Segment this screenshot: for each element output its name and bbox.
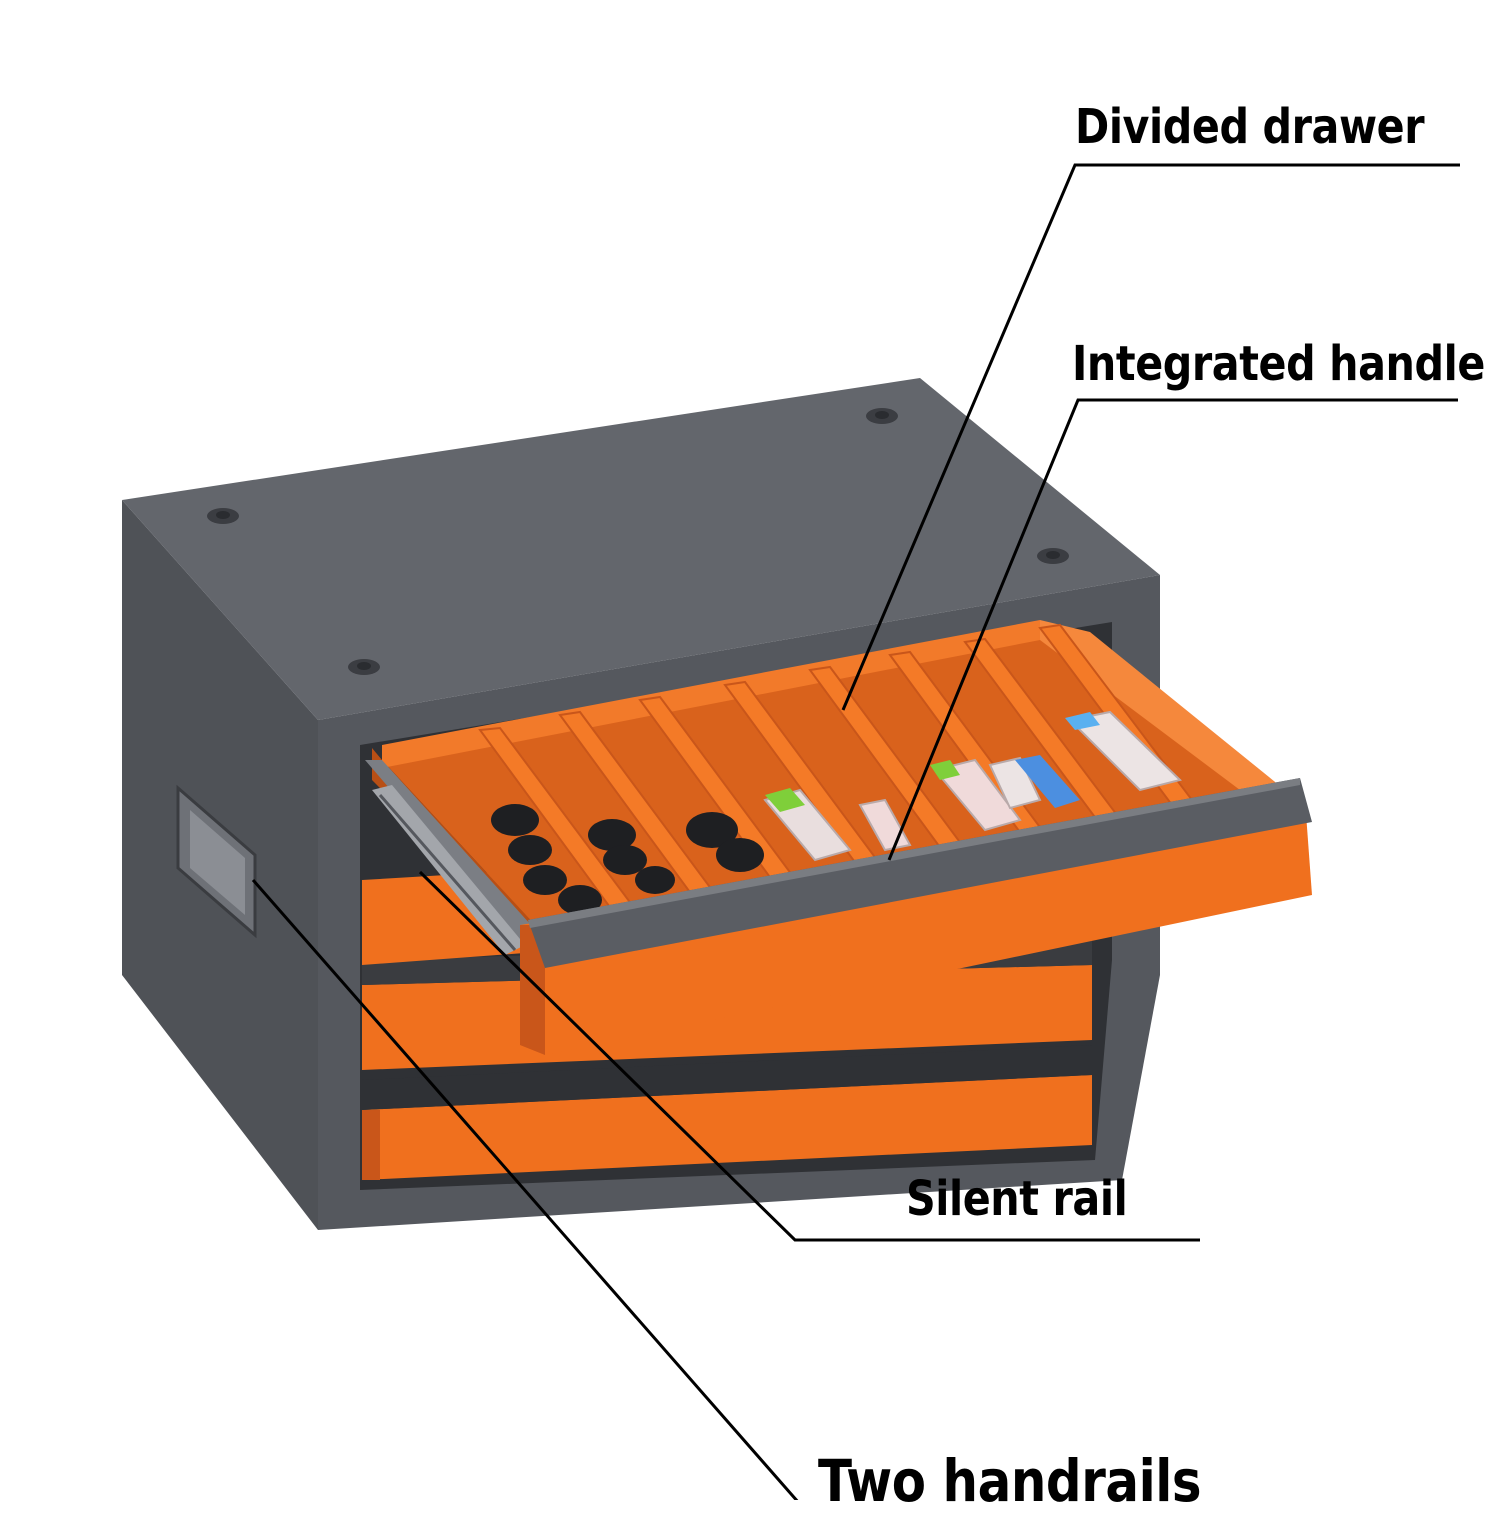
side-handrail bbox=[176, 784, 257, 939]
leader-divided-drawer bbox=[841, 163, 1460, 711]
leader-two-handrails bbox=[251, 879, 799, 1500]
label-integrated-handle: Integrated handle bbox=[1072, 336, 1485, 392]
cabinet-top bbox=[122, 378, 1160, 720]
socket-items bbox=[491, 804, 764, 915]
leader-integrated-handle bbox=[887, 398, 1458, 861]
cutter-boxes bbox=[763, 710, 1182, 862]
divided-drawer bbox=[365, 620, 1312, 1055]
screw-icon bbox=[866, 408, 898, 424]
drawer-front bbox=[520, 800, 1312, 1055]
drawer-bottom bbox=[362, 1045, 1092, 1180]
label-two-handrails: Two handrails bbox=[818, 1447, 1202, 1515]
silent-rail bbox=[365, 760, 540, 955]
screw-icon bbox=[348, 659, 380, 675]
label-divided-drawer: Divided drawer bbox=[1075, 99, 1425, 155]
leader-lines bbox=[251, 163, 1460, 1500]
screw-icon bbox=[1037, 548, 1069, 564]
screw-icon bbox=[207, 508, 239, 524]
leader-silent-rail bbox=[418, 870, 1200, 1242]
integrated-handle bbox=[528, 778, 1312, 968]
label-silent-rail: Silent rail bbox=[906, 1171, 1128, 1227]
